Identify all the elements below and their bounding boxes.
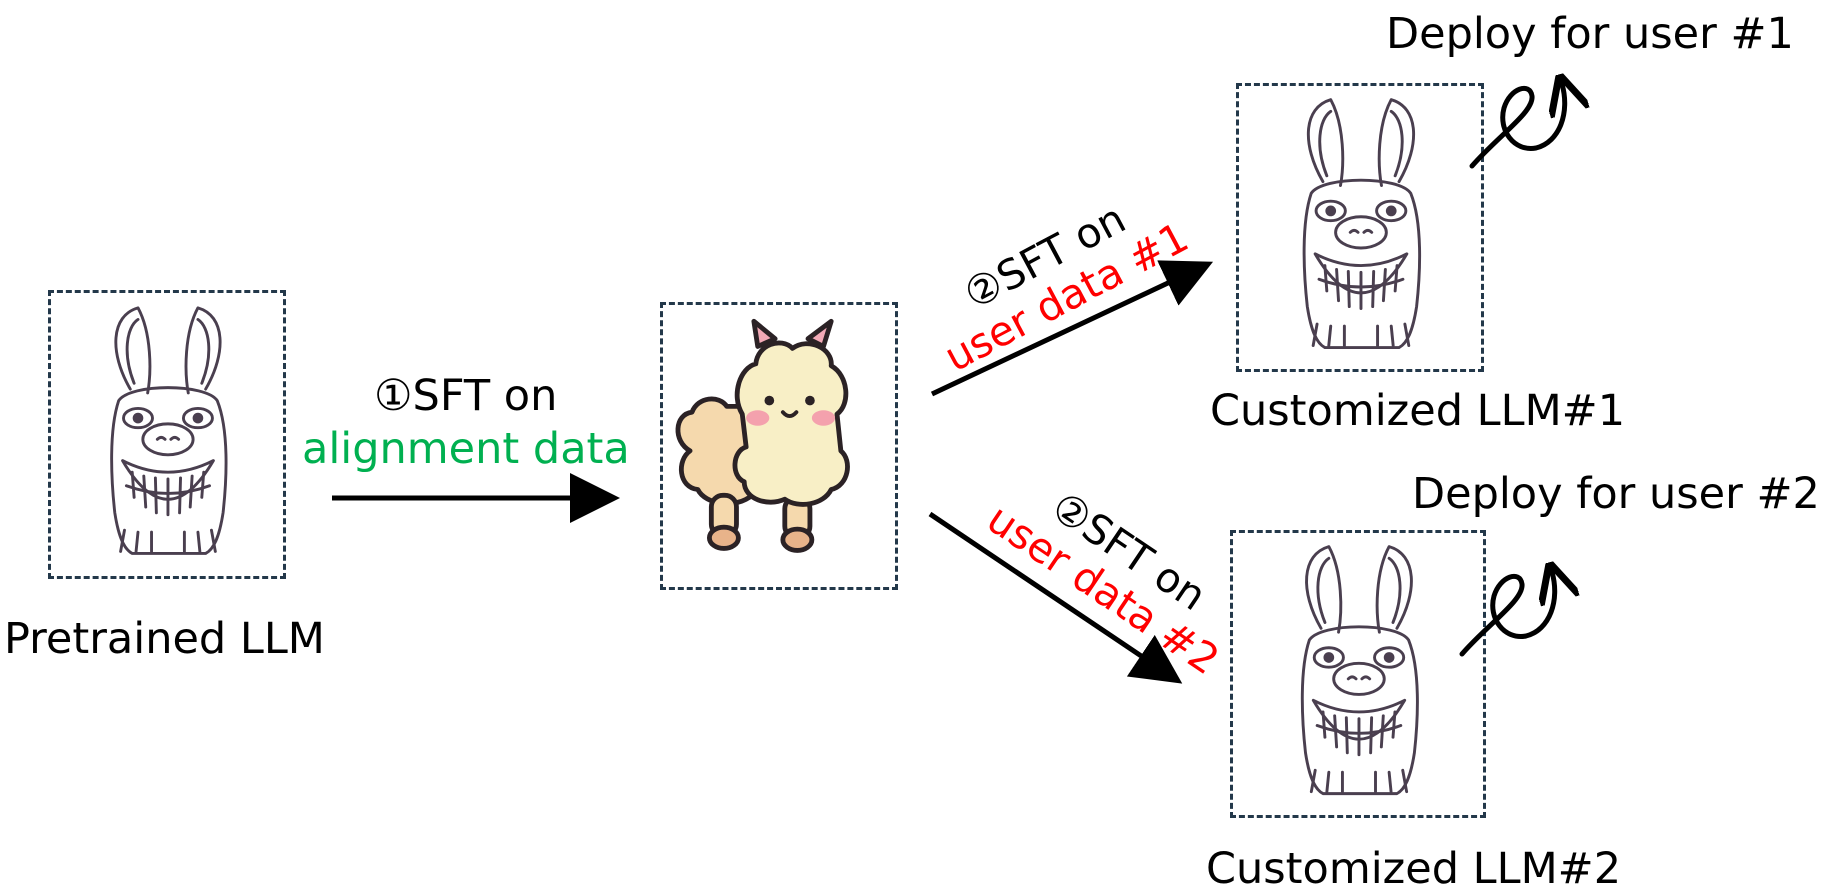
deploy-user-2-label: Deploy for user #2	[1412, 469, 1820, 519]
deploy-user-1-label: Deploy for user #1	[1386, 9, 1794, 59]
sketch-llama-icon	[1300, 545, 1419, 796]
customized-llm-2-label: Customized LLM#2	[1206, 844, 1622, 894]
loop-arrow-icon	[1469, 84, 1565, 169]
customized-llm-2-box	[1230, 530, 1486, 818]
aligned-llm-box	[660, 302, 898, 590]
cute-alpaca-icon	[675, 318, 850, 553]
sketch-llama-icon	[110, 306, 228, 555]
step2-user1-arrow	[930, 260, 1214, 397]
step1-line1: ①SFT on	[374, 371, 558, 421]
step1-line2: alignment data	[302, 424, 630, 474]
customized-llm-1-label: Customized LLM#1	[1210, 386, 1626, 436]
loop-arrow-icon	[1459, 572, 1555, 657]
sketch-llama-icon	[1302, 98, 1422, 349]
step2-user2-arrow	[928, 511, 1183, 684]
pretrained-llm-box	[48, 290, 286, 579]
customized-llm-1-box	[1236, 83, 1484, 372]
pretrained-llm-label: Pretrained LLM	[4, 614, 325, 664]
